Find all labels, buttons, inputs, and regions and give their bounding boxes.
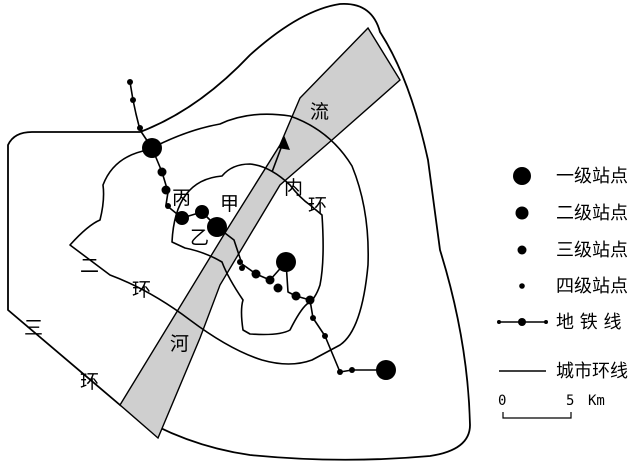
legend-metro-label: 地 铁 线 xyxy=(556,312,621,333)
river-band xyxy=(119,26,401,440)
scale-bar: 0 5 Km xyxy=(498,393,605,419)
station-level4 xyxy=(322,333,328,339)
legend-level2-symbol xyxy=(515,206,529,220)
station-level4 xyxy=(165,203,171,209)
station-level4 xyxy=(337,369,343,375)
legend-level2-label: 二级站点 xyxy=(556,203,628,224)
station-level4 xyxy=(137,125,143,131)
legend: 一级站点 二级站点 三级站点 四级站点 地 铁 线 城市环线 xyxy=(497,166,628,382)
station-level3 xyxy=(157,167,167,177)
label-second-ring-1: 二 xyxy=(80,255,99,277)
station-level4 xyxy=(349,367,355,373)
station-level3 xyxy=(161,185,171,195)
station-level4 xyxy=(239,265,245,271)
station-level4 xyxy=(130,97,136,103)
scale-unit: Km xyxy=(588,393,605,409)
label-third-ring-2: 环 xyxy=(80,371,99,393)
third-ring-road xyxy=(7,3,471,461)
station-level3 xyxy=(291,291,301,301)
station-level4 xyxy=(127,79,133,85)
label-inner-ring-2: 环 xyxy=(308,195,327,217)
label-river-name: 河 xyxy=(170,333,189,355)
station-level2 xyxy=(175,211,189,225)
station-level1 xyxy=(142,138,162,158)
station-level1 xyxy=(376,360,396,380)
station-level4 xyxy=(310,315,316,321)
legend-level3-symbol xyxy=(517,245,527,255)
station-level3 xyxy=(265,275,275,285)
station-level2 xyxy=(195,205,209,219)
station-level3 xyxy=(305,295,315,305)
legend-level1-symbol xyxy=(513,167,531,185)
legend-ring-label: 城市环线 xyxy=(556,361,628,382)
legend-level1-label: 一级站点 xyxy=(556,166,628,187)
label-inner-ring-1: 内 xyxy=(284,177,303,199)
label-second-ring-2: 环 xyxy=(132,279,151,301)
scale-zero: 0 xyxy=(498,393,506,409)
second-ring-road xyxy=(69,113,369,365)
river-flow-arrow xyxy=(271,135,290,173)
label-river: 流 xyxy=(310,101,329,123)
label-place-b: 乙 xyxy=(190,227,209,249)
legend-level4-label: 四级站点 xyxy=(556,276,628,297)
station-level3 xyxy=(251,269,261,279)
station-level1 xyxy=(207,217,227,237)
label-place-c: 丙 xyxy=(172,187,191,209)
station-level3 xyxy=(273,283,283,293)
label-place-a: 甲 xyxy=(220,193,239,215)
legend-metro-symbol xyxy=(497,318,548,326)
inner-ring-road xyxy=(171,163,324,336)
legend-level4-symbol xyxy=(519,283,525,289)
station-level4 xyxy=(237,259,243,265)
legend-level3-label: 三级站点 xyxy=(556,240,628,261)
scale-value: 5 xyxy=(566,393,574,409)
station-level1 xyxy=(276,252,296,272)
label-third-ring-1: 三 xyxy=(24,317,43,339)
